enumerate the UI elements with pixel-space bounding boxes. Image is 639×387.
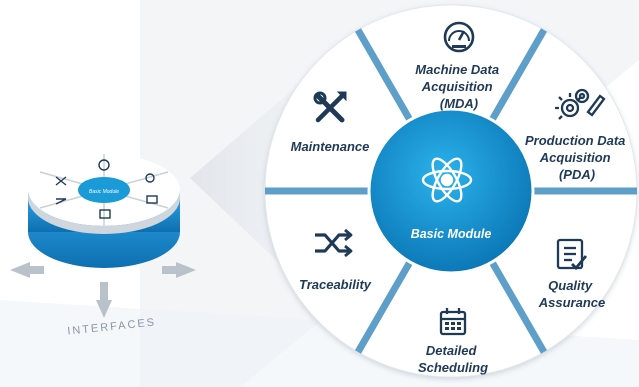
segment-label-qa: Quality Assurance bbox=[538, 278, 605, 310]
shuffle-icon bbox=[315, 228, 353, 258]
mini-gears-icon bbox=[145, 173, 155, 183]
arrow-down-icon bbox=[96, 282, 112, 318]
interface-arrows bbox=[10, 262, 196, 318]
segment-label-maintenance: Maintenance bbox=[291, 139, 370, 154]
mini-tools-icon bbox=[55, 176, 67, 186]
calendar-icon bbox=[439, 308, 467, 336]
atom-icon bbox=[421, 157, 473, 203]
arrow-right-icon bbox=[162, 262, 196, 278]
mini-center-label: Basic Module bbox=[89, 189, 119, 195]
center-label: Basic Module bbox=[411, 227, 492, 241]
tools-icon bbox=[313, 91, 347, 123]
mini-shuffle-icon bbox=[55, 198, 67, 205]
mini-module-disk: Basic Module bbox=[10, 154, 196, 318]
segment-labels: Machine Data Acquisition (MDA) Productio… bbox=[291, 62, 629, 375]
segment-label-pda: Production Data Acquisition (PDA) bbox=[525, 133, 629, 182]
segment-label-mda: Machine Data Acquisition (MDA) bbox=[415, 62, 502, 111]
mini-gauge-icon bbox=[98, 159, 110, 171]
arrow-left-icon bbox=[10, 262, 44, 278]
segment-label-traceability: Traceability bbox=[299, 277, 372, 292]
mini-icons bbox=[55, 159, 158, 219]
gauge-icon bbox=[443, 21, 475, 53]
segment-label-scheduling: Detailed Scheduling bbox=[418, 343, 488, 375]
mini-calendar-icon bbox=[99, 209, 111, 219]
mini-checklist-icon bbox=[146, 195, 158, 204]
checklist-icon bbox=[556, 238, 588, 271]
gears-icon bbox=[555, 88, 606, 120]
